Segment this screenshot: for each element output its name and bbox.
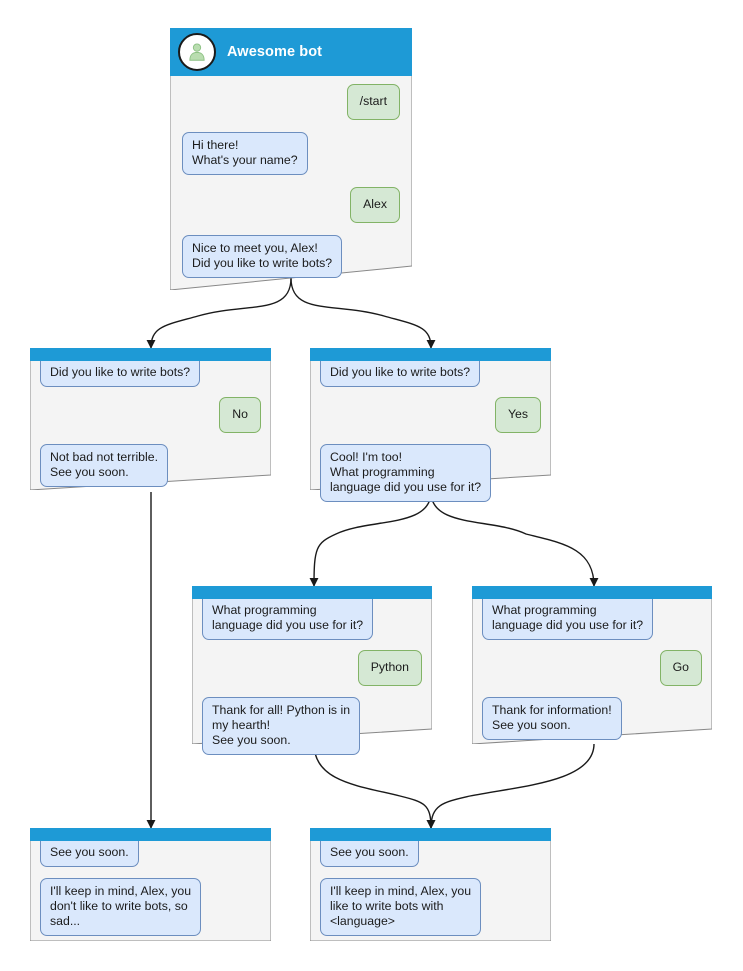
message-row: No [40,397,261,433]
bot-message-bubble: I'll keep in mind, Alex, you like to wri… [320,878,482,936]
node-end-sad-messages: See you soon. I'll keep in mind, Alex, y… [30,841,271,945]
message-row: What programming language did you use fo… [482,599,702,640]
message-row: Thank for all! Python is in my hearth! S… [202,697,422,755]
bot-message-bubble: See you soon. [320,841,419,867]
node-end-happy-titlebar [310,828,551,841]
message-row: See you soon. [320,841,541,867]
bot-message-bubble: Hi there! What's your name? [182,132,308,175]
user-message-bubble: /start [346,84,400,120]
bot-message-bubble: Nice to meet you, Alex! Did you like to … [182,235,343,278]
message-row: I'll keep in mind, Alex, you like to wri… [320,878,541,936]
message-row: Yes [320,397,541,433]
bot-message-bubble: Did you like to write bots? [320,361,481,387]
message-row: Did you like to write bots? [320,361,541,387]
message-row: Go [482,650,702,686]
message-row: I'll keep in mind, Alex, you don't like … [40,878,261,936]
node-answer-yes-messages: Did you like to write bots? Yes Cool! I'… [310,361,551,511]
message-row: Thank for information! See you soon. [482,697,702,740]
bot-message-bubble: I'll keep in mind, Alex, you don't like … [40,878,202,936]
user-message-bubble: Alex [350,187,400,223]
node-answer-no[interactable]: Did you like to write bots? No Not bad n… [30,348,271,490]
user-message-bubble: No [219,397,261,433]
node-lang-python[interactable]: What programming language did you use fo… [192,586,432,755]
node-start[interactable]: Awesome bot /start Hi there! What's your… [170,28,412,290]
message-row: /start [182,84,400,120]
user-message-bubble: Yes [494,397,541,433]
bot-message-bubble: Did you like to write bots? [40,361,201,387]
message-row: See you soon. [40,841,261,867]
user-message-bubble: Python [357,650,422,686]
message-row: What programming language did you use fo… [202,599,422,640]
bot-message-bubble: See you soon. [40,841,139,867]
node-end-sad[interactable]: See you soon. I'll keep in mind, Alex, y… [30,828,271,941]
message-row: Hi there! What's your name? [182,132,400,175]
message-row: Cool! I'm too! What programming language… [320,444,541,502]
node-lang-go-titlebar [472,586,712,599]
node-lang-python-titlebar [192,586,432,599]
node-answer-no-titlebar [30,348,271,361]
node-answer-yes-titlebar [310,348,551,361]
message-row: Did you like to write bots? [40,361,261,387]
edge-go-to-end-happy [426,743,595,829]
node-lang-python-messages: What programming language did you use fo… [192,599,432,764]
bot-name-label: Awesome bot [227,44,323,60]
node-answer-no-messages: Did you like to write bots? No Not bad n… [30,361,271,496]
node-lang-go[interactable]: What programming language did you use fo… [472,586,712,744]
bot-message-bubble: Thank for all! Python is in my hearth! S… [202,697,361,755]
message-row: Nice to meet you, Alex! Did you like to … [182,235,400,278]
bot-message-bubble: What programming language did you use fo… [202,599,374,640]
bot-message-bubble: Not bad not terrible. See you soon. [40,444,169,487]
node-end-happy-messages: See you soon. I'll keep in mind, Alex, y… [310,841,551,945]
message-row: Not bad not terrible. See you soon. [40,444,261,487]
node-end-happy[interactable]: See you soon. I'll keep in mind, Alex, y… [310,828,551,941]
bot-message-bubble: Cool! I'm too! What programming language… [320,444,492,502]
node-start-messages: /start Hi there! What's your name? Alex … [170,84,412,287]
node-end-sad-titlebar [30,828,271,841]
user-message-bubble: Go [659,650,702,686]
node-lang-go-messages: What programming language did you use fo… [472,599,712,749]
bot-message-bubble: What programming language did you use fo… [482,599,654,640]
node-answer-yes[interactable]: Did you like to write bots? Yes Cool! I'… [310,348,551,502]
bot-message-bubble: Thank for information! See you soon. [482,697,622,740]
person-icon [178,33,216,71]
message-row: Python [202,650,422,686]
node-start-titlebar: Awesome bot [170,28,412,76]
message-row: Alex [182,187,400,223]
